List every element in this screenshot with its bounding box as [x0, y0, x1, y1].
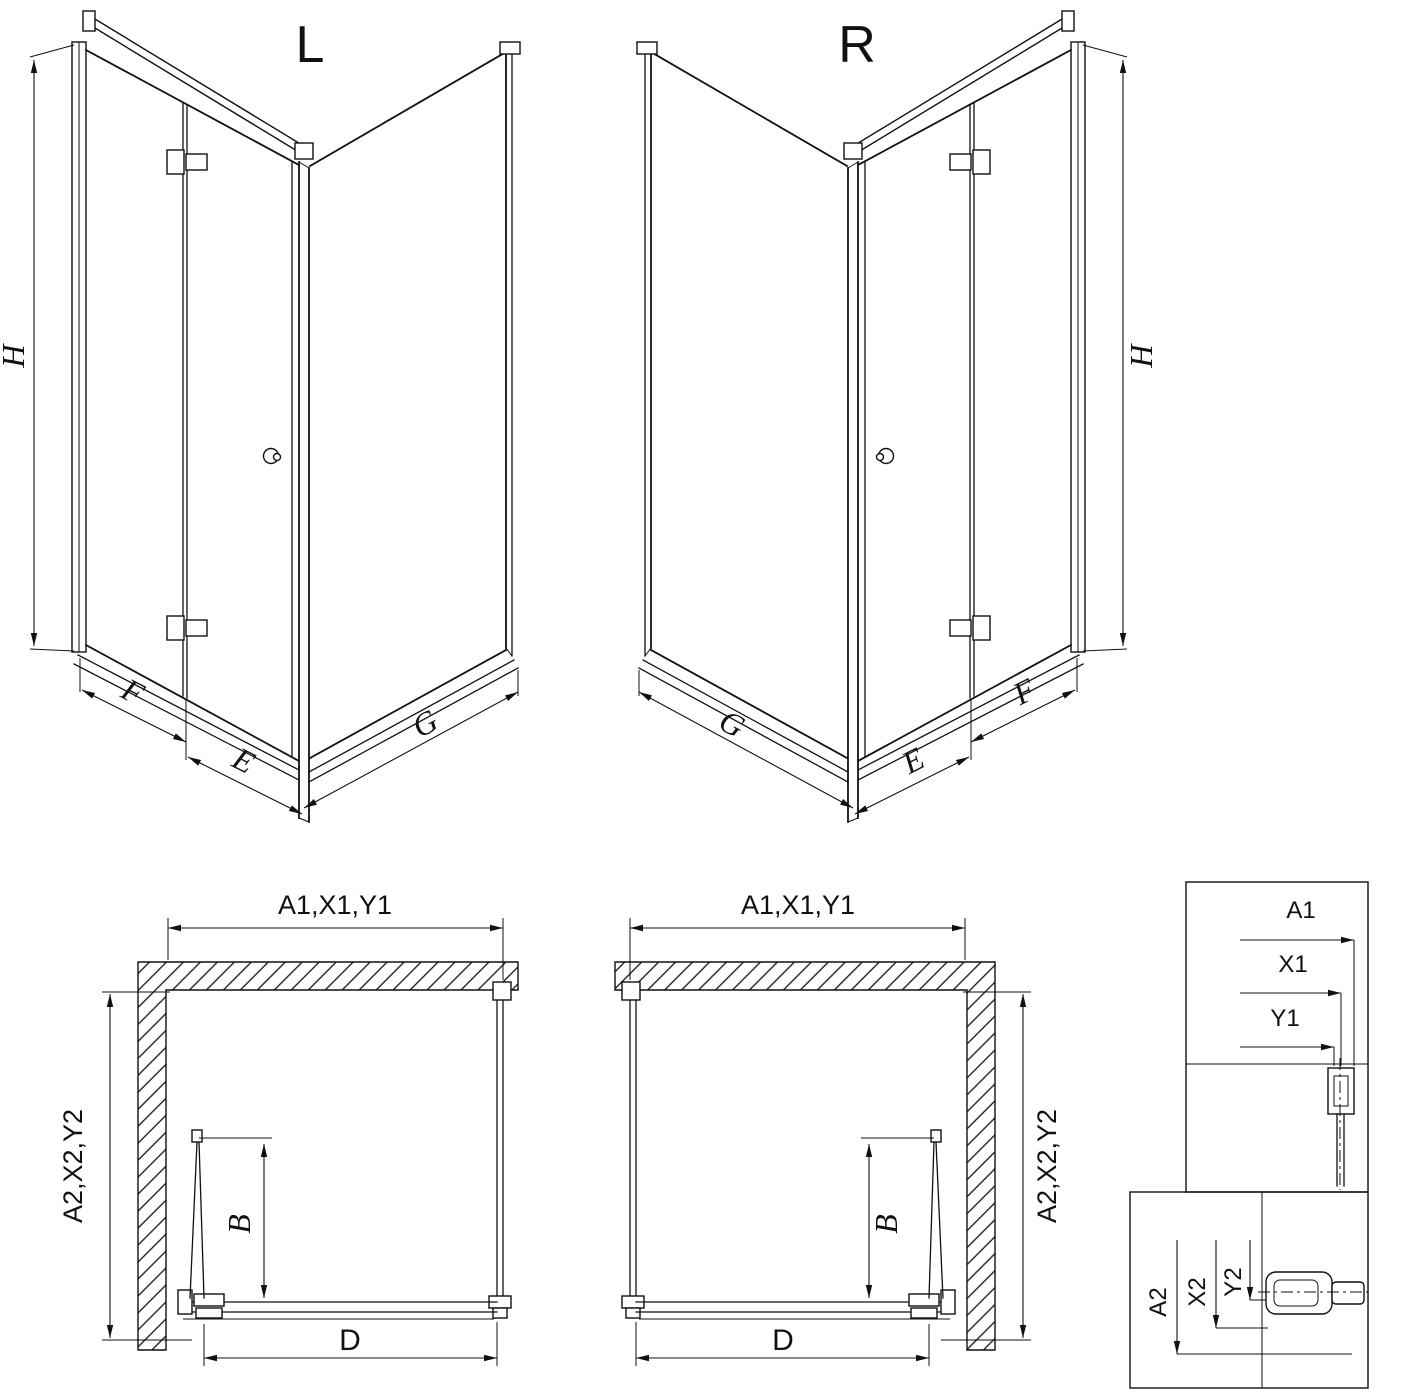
plan-l-threshold — [179, 1301, 498, 1320]
plan-l-depth-dimension — [102, 991, 192, 1341]
plan-l-walls-hatched — [137, 961, 519, 1351]
plan-r-folding-door-open — [908, 1129, 956, 1319]
plan-view-l: A1,X1,Y1 — [58, 890, 519, 1366]
plan-l-folding-door-open — [177, 1129, 225, 1319]
plan-r-threshold — [635, 1301, 954, 1320]
detail-x2-label: X2 — [1184, 1277, 1211, 1306]
l-height-dimension — [29, 44, 75, 652]
plan-r-front-width-label: D — [772, 1324, 794, 1357]
figure-r-3d-view: R — [636, 10, 1159, 823]
r-height-dimension — [1082, 44, 1128, 652]
plan-r-front-width-dimension — [635, 1322, 930, 1366]
plan-r-width-label: A1,X1,Y1 — [741, 890, 855, 920]
detail-x1-label: X1 — [1278, 951, 1307, 978]
detail-y2-label: Y2 — [1220, 1267, 1247, 1296]
r-bar-corner-bracket-icon — [843, 142, 863, 160]
plan-r-depth-label: A2,X2,Y2 — [1032, 1109, 1062, 1223]
plan-l-door-hinge-icon — [191, 1129, 203, 1143]
l-top-hinge-icon — [166, 149, 185, 175]
plan-r-door-projection-dimension — [861, 1137, 934, 1298]
r-top-support-bar — [843, 10, 1075, 160]
l-door-face — [84, 48, 301, 763]
plan-l-front-width-label: D — [339, 1324, 361, 1357]
l-bar-corner-bracket-icon — [294, 142, 314, 160]
detail-a2-label: A2 — [1145, 1287, 1172, 1316]
r-bar-wall-bracket-icon — [1061, 10, 1075, 32]
l-dim-label-height: H — [0, 343, 31, 369]
figure-l-3d-view: L — [0, 10, 521, 823]
plan-l-door-projection-dimension — [199, 1137, 272, 1298]
l-side-panel — [308, 41, 521, 760]
r-panel-top-cap-icon — [636, 41, 658, 55]
detail-wall-profile: A1 X1 Y1 — [1185, 881, 1369, 1193]
r-dim-label-height: H — [1123, 343, 1159, 369]
r-top-hinge-icon — [972, 149, 991, 175]
l-wall-profile — [71, 41, 87, 653]
plan-r-door-hinge-icon — [930, 1129, 942, 1143]
l-bar-wall-bracket-icon — [82, 10, 96, 32]
plan-r-side-panel — [621, 999, 645, 1319]
r-dim-label-side-panel: G — [714, 702, 751, 745]
plan-r-door-projection-label: B — [868, 1214, 904, 1234]
plan-r-depth-dimension — [941, 991, 1031, 1341]
detail-bottom-rail: A2 X2 Y2 — [1129, 1191, 1369, 1389]
r-wall-profile — [1070, 41, 1086, 653]
l-bottom-dimensions — [79, 658, 519, 815]
plan-l-door-projection-label: B — [221, 1214, 257, 1234]
r-side-panel — [636, 41, 849, 760]
l-corner-post — [298, 161, 310, 823]
l-panel-top-cap-icon — [499, 41, 521, 55]
l-top-support-bar — [82, 10, 314, 160]
detail-y1-label: Y1 — [1270, 1005, 1299, 1032]
detail-a1-label: A1 — [1286, 897, 1315, 924]
r-corner-post — [847, 161, 859, 823]
r-bottom-hinge-icon — [972, 615, 991, 641]
l-bottom-hinge-icon — [166, 615, 185, 641]
plan-r-walls-hatched — [614, 961, 996, 1351]
plan-view-r: A1,X1,Y1 — [614, 890, 1062, 1366]
plan-r-corner-post-icon — [621, 981, 641, 1001]
variant-label-left: L — [296, 16, 325, 74]
l-dim-label-side-panel: G — [406, 702, 443, 745]
r-bottom-dimensions — [638, 658, 1078, 815]
plan-l-depth-label: A2,X2,Y2 — [58, 1109, 88, 1223]
detail-profile-section — [1327, 1058, 1355, 1190]
plan-l-width-label: A1,X1,Y1 — [278, 890, 392, 920]
plan-l-corner-post-icon — [492, 981, 512, 1001]
r-door-face — [856, 48, 1073, 763]
variant-label-right: R — [838, 16, 876, 74]
plan-l-front-width-dimension — [203, 1322, 498, 1366]
plan-l-side-panel — [488, 999, 512, 1319]
detail-rail-section — [1258, 1271, 1368, 1315]
